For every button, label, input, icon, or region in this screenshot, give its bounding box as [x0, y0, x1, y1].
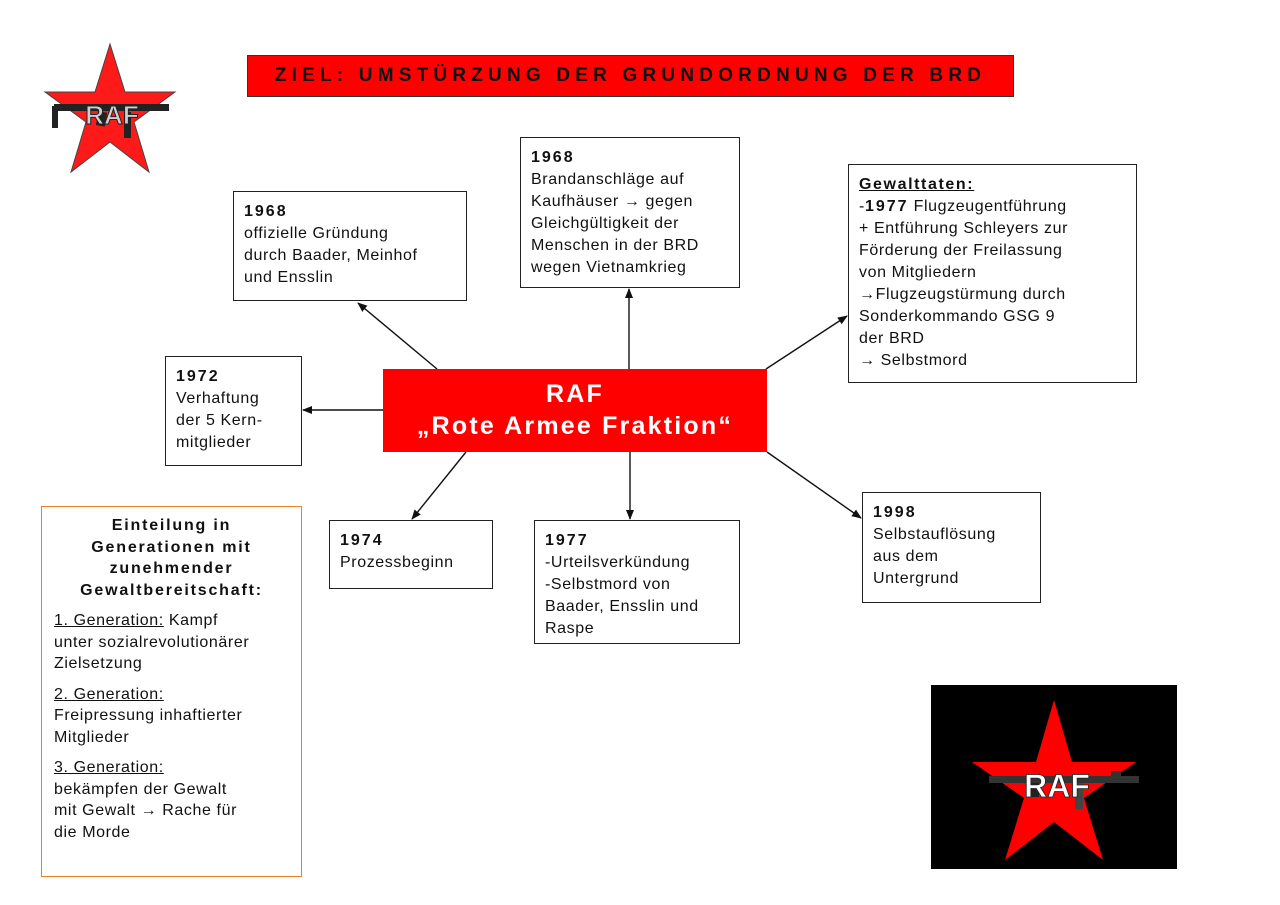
raf-logo-bottom-right: RAF	[931, 685, 1177, 869]
central-node-raf: RAF „Rote Armee Fraktion“	[383, 369, 767, 452]
svg-text:RAF: RAF	[85, 100, 138, 130]
arrow-to-founding	[357, 302, 438, 370]
box-1972-arrest: 1972 Verhaftung der 5 Kern- mitglieder	[165, 356, 302, 466]
box-year: 1968	[244, 203, 288, 220]
goal-title: ZIEL: UMSTÜRZUNG DER GRUNDORDNUNG DER BR…	[247, 55, 1014, 97]
arrow-to-trial	[411, 451, 467, 520]
raf-star-logo-icon: RAF	[43, 42, 177, 174]
box-year: 1972	[176, 368, 220, 385]
center-line-2: „Rote Armee Fraktion“	[416, 412, 734, 440]
box-violence: Gewalttaten: -1977 Flugzeugentführung + …	[848, 164, 1137, 383]
box-year: 1974	[340, 532, 384, 549]
box-1974-trial: 1974 Prozessbeginn	[329, 520, 493, 589]
box-1977-verdict: 1977 -Urteilsverkündung -Selbstmord von …	[534, 520, 740, 644]
generation-1: 1. Generation: Kampf unter sozialrevolut…	[54, 612, 250, 672]
raf-logo-top-left: RAF	[42, 42, 178, 178]
box-year: 1968	[531, 149, 575, 166]
box-year: 1998	[873, 504, 917, 521]
generation-2: 2. Generation: Freipressung inhaftierter…	[54, 685, 243, 746]
center-line-1: RAF	[546, 380, 604, 408]
raf-star-logo-icon: RAF	[972, 700, 1139, 860]
arrow-to-violence	[765, 315, 848, 370]
arrow-to-dissolution	[766, 451, 862, 519]
box-year: 1977	[545, 532, 589, 549]
box-1968-arson: 1968 Brandanschläge auf Kaufhäuser → geg…	[520, 137, 740, 288]
generation-3: 3. Generation: bekämpfen der Gewalt mit …	[54, 759, 238, 841]
generations-box: Einteilung in Generationen mit zunehmend…	[41, 506, 302, 877]
box-1998-dissolution: 1998 Selbstauflösung aus dem Untergrund	[862, 492, 1041, 603]
box-1968-founding: 1968 offizielle Gründung durch Baader, M…	[233, 191, 467, 301]
generations-heading: Einteilung in Generationen mit zunehmend…	[80, 517, 263, 599]
violence-heading: Gewalttaten:	[859, 176, 975, 193]
svg-text:RAF: RAF	[1024, 768, 1090, 804]
